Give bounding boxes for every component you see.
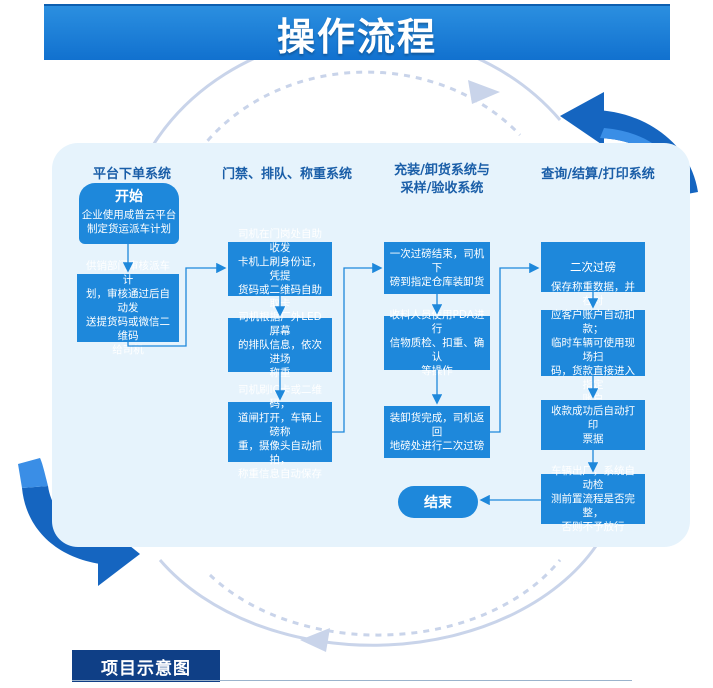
section-divider [72, 680, 632, 681]
column-heading-loading: 充装/卸货系统与 采样/验收系统 [394, 163, 490, 196]
arc-top-inner [198, 70, 522, 151]
step-approve-dispatch: 供销部门审核派车计 划，审核通过后自动发 送提货码或微信二维码 给司机 [77, 260, 179, 356]
arc-arrowhead-top [468, 80, 500, 104]
arc-bottom-outer [158, 539, 602, 647]
end-node: 结束 [398, 486, 478, 518]
step-pda-inspection: 收料人员使用PDA进行 信物质检、扣重、确认 等操作 [384, 309, 490, 377]
column-heading-gate: 门禁、排队、称重系统 [221, 167, 352, 182]
section-title: 项目示意图 [101, 658, 191, 679]
step-print-receipt: 收款成功后自动打印 票据 [541, 400, 645, 450]
page-title: 操作流程 [276, 14, 437, 59]
start-node [79, 183, 179, 244]
step-exit-check: 车辆出厂，系统自动检 测前置流程是否完整， 否则不予放行 [541, 465, 645, 533]
start-label: 开始 [115, 189, 143, 205]
column-heading-query: 查询/结算/打印系统 [541, 167, 655, 182]
arc-bottom-inner [208, 559, 562, 637]
title-banner: 操作流程 [44, 4, 670, 60]
section-heading: 项目示意图 [72, 650, 220, 682]
arc-arrowhead-bottom [300, 628, 330, 652]
start-description: 企业使用咸普云平台 制定货运派车计划 [81, 209, 177, 235]
step-queue-led: 司机根据厂外LED屏幕 的排队信息，依次进场 称重 [228, 311, 332, 379]
step-return-scale: 装卸货完成，司机返回 地磅处进行二次过磅 [384, 406, 490, 458]
step-self-service-card: 司机在门岗处自助收发 卡机上刷身份证，凭提 货码或二维码自助取卡 [228, 228, 332, 310]
column-heading-platform: 平台下单系统 [92, 167, 171, 182]
step-second-weighing: 二次过磅 [541, 242, 645, 292]
step-first-weighing: 司机刷IC卡或二维码， 道闸打开，车辆上磅称 重，摄像头自动抓拍， 称重信息自动… [228, 384, 332, 480]
step-auto-deduct: 保存称重数据，并在对 应客户账户自动扣款； 临时车辆可使用现场扫 码，货款直接进… [541, 281, 645, 405]
step-unload-warehouse: 一次过磅结束，司机下 磅到指定仓库装卸货 [384, 242, 490, 294]
